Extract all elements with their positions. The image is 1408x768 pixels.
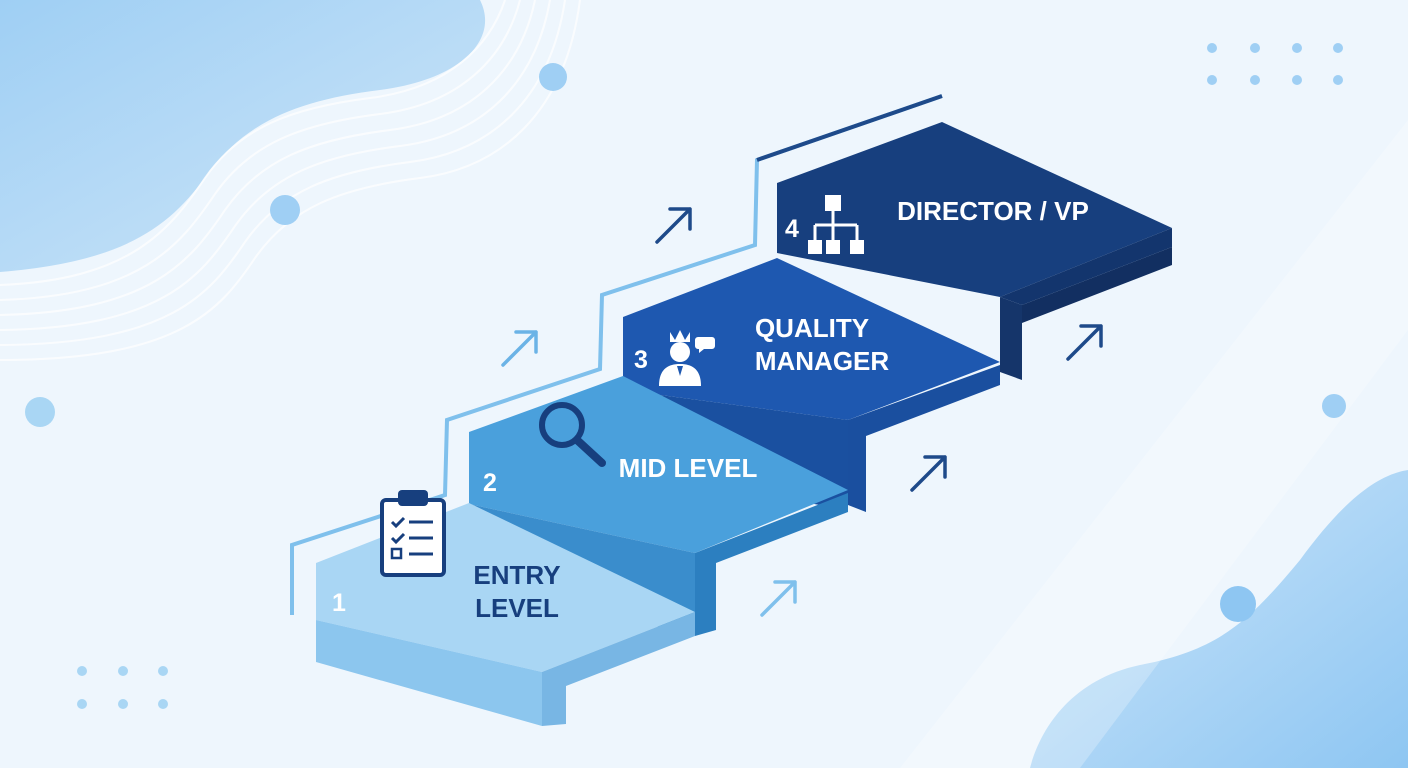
step-4	[777, 122, 1172, 380]
diagonal-light-band	[900, 120, 1408, 768]
step-3-riser	[848, 365, 1000, 512]
bubble	[25, 397, 55, 427]
bubble	[1322, 394, 1346, 418]
dot-grid-top-right	[1207, 43, 1343, 85]
arrow-up-right-icon	[655, 207, 692, 244]
step-4-number: 4	[785, 215, 799, 243]
magnifying-glass-icon	[539, 402, 606, 467]
wave-lines	[0, 0, 581, 361]
bubble	[1220, 586, 1256, 622]
step-1-number: 1	[332, 589, 346, 617]
clipboard-checklist-icon	[380, 490, 446, 577]
crowned-manager-icon	[659, 330, 715, 386]
step-4-title: DIRECTOR / VP	[897, 196, 1089, 226]
arrow-up-right-icon	[910, 455, 947, 492]
step-4-top-strip	[1000, 228, 1172, 305]
step-4-top	[777, 122, 1172, 297]
step-2-title: MID LEVEL	[619, 453, 758, 483]
arrow-up-right-icon	[760, 580, 797, 617]
step-3-title-line-2: MANAGER	[755, 346, 890, 376]
step-3-number: 3	[634, 346, 648, 374]
bubble	[539, 63, 567, 91]
arrow-icons	[501, 207, 1103, 617]
growth-path-line-top	[756, 94, 943, 162]
bottom-right-blob	[1030, 470, 1408, 768]
step-1-side	[542, 612, 695, 726]
org-chart-icon	[808, 195, 864, 254]
arrow-up-right-icon	[1066, 324, 1103, 361]
arrow-up-right-icon	[501, 330, 538, 367]
step-2-top	[469, 376, 848, 553]
growth-path-line	[290, 94, 943, 615]
top-left-blob	[0, 0, 486, 272]
step-2-riser	[695, 493, 848, 636]
step-4-front	[1022, 247, 1172, 323]
step-3-top	[623, 258, 1000, 420]
step-2-number: 2	[483, 469, 497, 497]
step-1-front	[316, 620, 542, 726]
bubble	[270, 195, 300, 225]
step-1-title-line-1: ENTRY	[473, 560, 560, 590]
step-1-title-line-2: LEVEL	[475, 593, 559, 623]
dot-grid-bottom-left	[77, 666, 168, 709]
step-3-title-line-1: QUALITY	[755, 313, 869, 343]
step-4-side	[1000, 297, 1022, 380]
